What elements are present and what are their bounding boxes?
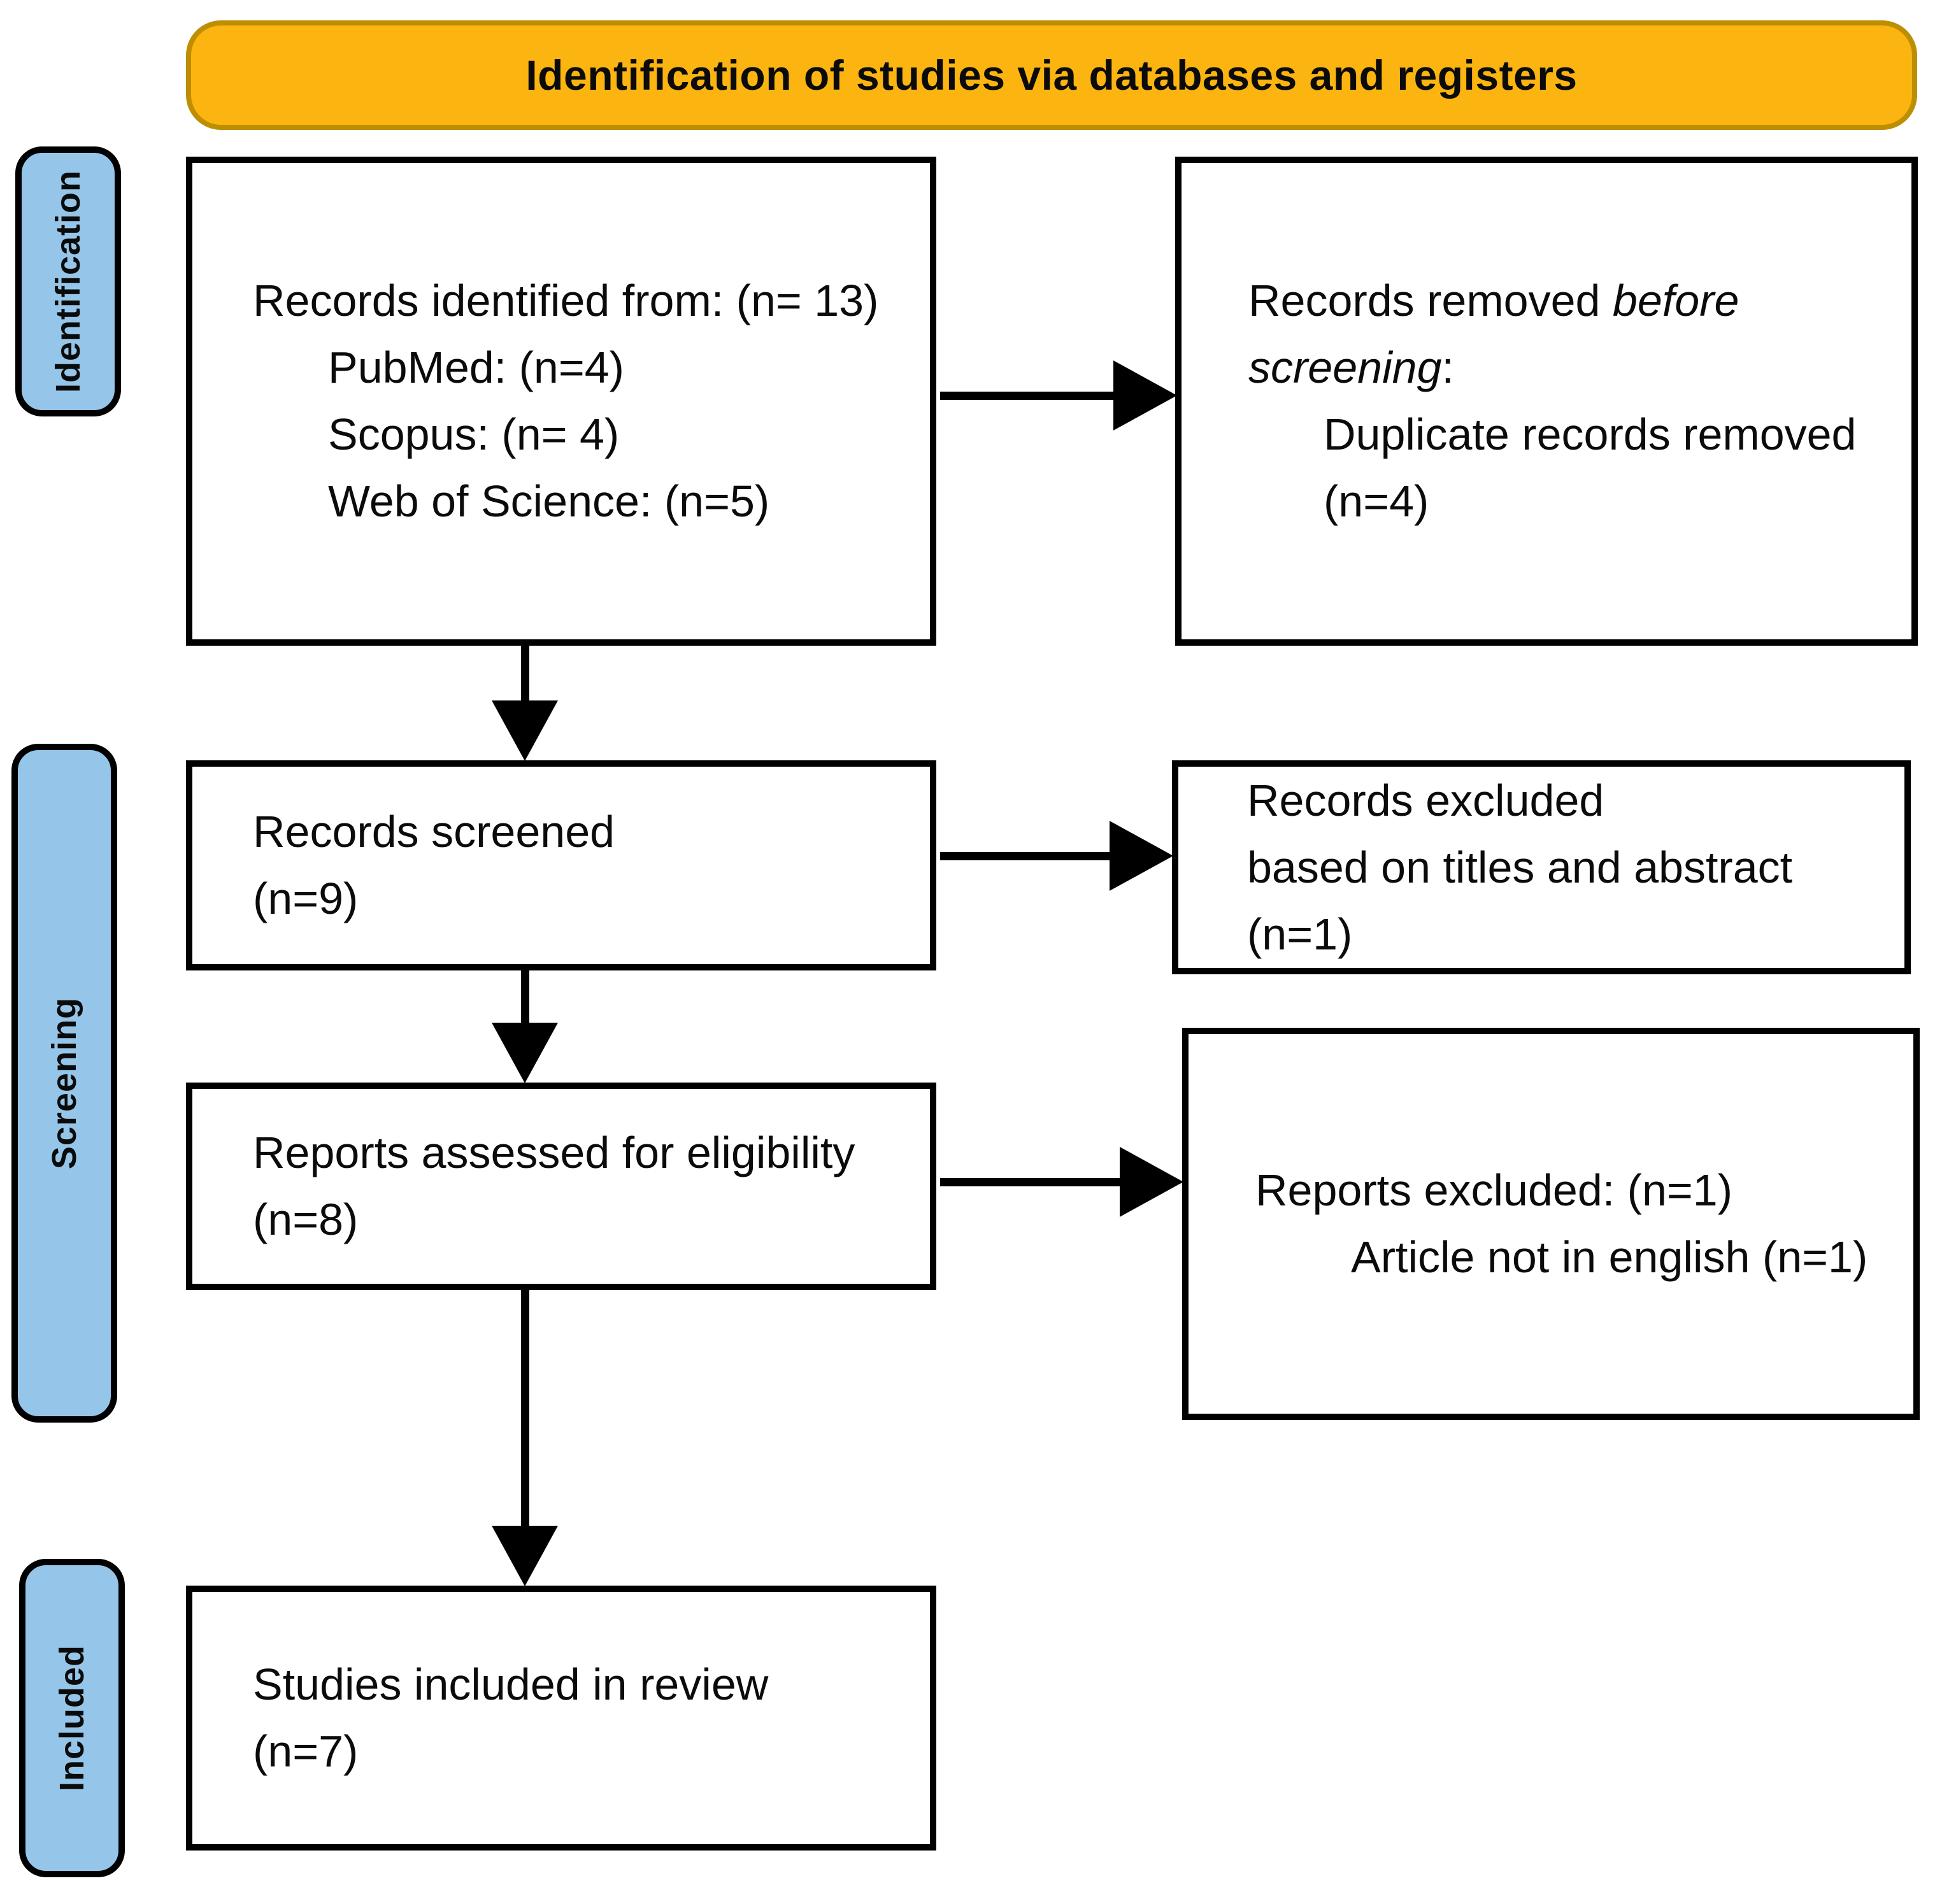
box-records-identified: Records identified from: (n= 13) PubMed:… <box>186 157 936 646</box>
records-excluded-line: based on titles and abstract <box>1247 842 1793 892</box>
records-removed-italic-before: before <box>1612 276 1739 325</box>
reports-excluded-title: Reports excluded: (n=1) <box>1255 1165 1733 1215</box>
records-removed-item: Duplicate records removed <box>1324 409 1857 459</box>
reports-assessed-line: Reports assessed for eligibility <box>253 1128 855 1177</box>
arrow-shaft <box>521 970 529 1028</box>
records-removed-prefix: Records removed <box>1248 276 1613 325</box>
arrow-head-down-icon <box>492 1526 558 1586</box>
box-studies-included: Studies included in review (n=7) <box>186 1586 936 1851</box>
records-identified-item: Web of Science: (n=5) <box>328 476 770 526</box>
arrow-head-down-icon <box>492 700 558 761</box>
records-removed-title-line2: screening: <box>1248 334 1880 401</box>
arrow-head-down-icon <box>492 1023 558 1083</box>
records-removed-title-line1: Records removed before <box>1248 267 1880 334</box>
stage-label-identification: Identification <box>49 170 87 393</box>
stage-tab-included: Included <box>19 1559 125 1877</box>
stage-tab-screening: Screening <box>11 744 117 1423</box>
records-excluded-count: (n=1) <box>1247 909 1353 959</box>
arrow-head-right-icon <box>1110 821 1173 891</box>
arrow-shaft <box>940 392 1122 400</box>
records-identified-title: Records identified from: (n= 13) <box>253 276 879 325</box>
records-removed-italic-screening: screening <box>1248 343 1442 392</box>
arrow-head-right-icon <box>1120 1147 1183 1217</box>
arrow-shaft <box>940 852 1118 860</box>
box-reports-excluded: Reports excluded: (n=1) Article not in e… <box>1182 1028 1920 1420</box>
stage-tab-identification: Identification <box>15 146 121 416</box>
studies-included-line: Studies included in review <box>253 1659 769 1709</box>
records-identified-item: Scopus: (n= 4) <box>328 409 620 459</box>
records-screened-count: (n=9) <box>253 874 359 923</box>
records-screened-line: Records screened <box>253 807 615 856</box>
box-reports-assessed: Reports assessed for eligibility (n=8) <box>186 1083 936 1290</box>
arrow-shaft <box>940 1178 1125 1186</box>
box-records-screened: Records screened (n=9) <box>186 760 936 970</box>
box-records-removed: Records removed before screening: Duplic… <box>1175 157 1918 646</box>
studies-included-count: (n=7) <box>253 1726 359 1776</box>
reports-excluded-item: Article not in english (n=1) <box>1351 1232 1868 1282</box>
reports-assessed-count: (n=8) <box>253 1195 359 1244</box>
banner-title: Identification of studies via databases … <box>525 52 1578 99</box>
stage-label-screening: Screening <box>45 997 83 1170</box>
arrow-head-right-icon <box>1113 360 1177 430</box>
box-records-excluded: Records excluded based on titles and abs… <box>1172 760 1911 974</box>
arrow-shaft <box>521 646 529 706</box>
arrow-shaft <box>521 1290 529 1527</box>
banner: Identification of studies via databases … <box>186 20 1917 130</box>
records-removed-suffix: : <box>1441 343 1454 392</box>
records-excluded-line: Records excluded <box>1247 775 1604 825</box>
records-removed-item: (n=4) <box>1324 476 1429 526</box>
stage-label-included: Included <box>53 1644 91 1791</box>
records-identified-item: PubMed: (n=4) <box>328 343 624 392</box>
